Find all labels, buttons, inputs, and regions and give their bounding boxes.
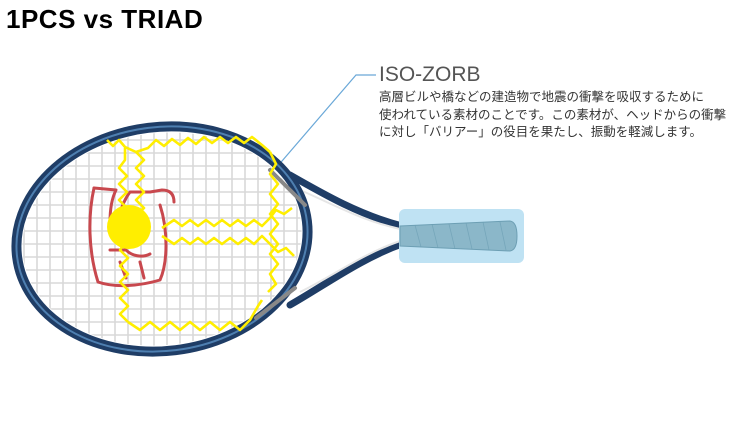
grip	[399, 220, 518, 252]
vibration-path	[106, 135, 295, 332]
isozorb-insert-lower	[254, 286, 297, 320]
grip-wrap-lines	[414, 221, 507, 251]
isozorb-insert-upper	[268, 168, 307, 207]
callout-description: 高層ビルや橋などの建造物で地震の衝撃を吸収するために 使われている素材のことです…	[379, 88, 749, 141]
callout-heading: ISO-ZORB	[379, 63, 481, 86]
impact-point	[107, 205, 151, 249]
callout-leader-line	[275, 74, 376, 169]
racket-throat	[286, 171, 406, 309]
callout-line-1: 高層ビルや橋などの建造物で地震の衝撃を吸収するために	[379, 89, 705, 104]
callout-line-2: 使われている素材のことです。この素材が、ヘッドからの衝撃	[379, 106, 727, 122]
callout-line-3: に対し「バリアー」の役目を果たし、振動を軽減します。	[379, 124, 703, 139]
page-title: 1PCS vs TRIAD	[6, 4, 204, 34]
